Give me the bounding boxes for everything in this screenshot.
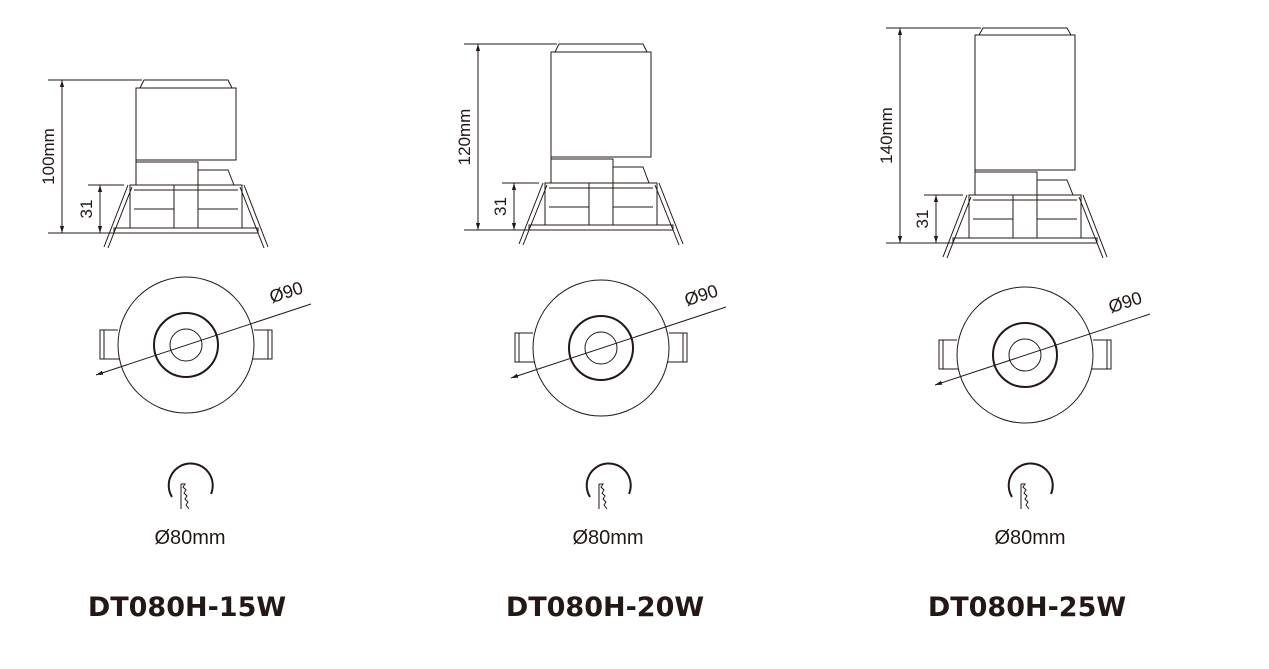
side-view: 140mm 31	[877, 27, 1108, 259]
cutout-diameter-label: Ø80mm	[994, 527, 1065, 549]
flange-dimension-label: 31	[491, 197, 510, 216]
cutout-hole-icon	[1007, 462, 1054, 510]
cutout-diameter-label: Ø80mm	[154, 527, 225, 549]
height-dimension-label: 100mm	[39, 128, 58, 185]
side-view: 120mm 31	[455, 43, 684, 246]
model-name: DT080H-15W	[88, 592, 286, 623]
cutout-hole-icon	[585, 462, 632, 510]
side-view: 100mm 31	[39, 79, 269, 249]
model-name: DT080H-25W	[928, 592, 1126, 623]
diameter-label: Ø90	[267, 278, 306, 308]
height-dimension-label: 120mm	[455, 109, 474, 166]
cutout-hole-icon	[167, 462, 214, 510]
top-view: Ø90	[95, 276, 312, 414]
top-view: Ø90	[934, 286, 1151, 424]
top-view: Ø90	[510, 279, 727, 417]
diameter-label: Ø90	[682, 281, 721, 311]
flange-dimension-label: 31	[913, 210, 932, 229]
flange-dimension-label: 31	[77, 200, 96, 219]
model-name: DT080H-20W	[506, 592, 704, 623]
height-dimension-label: 140mm	[877, 107, 896, 164]
diameter-label: Ø90	[1106, 288, 1145, 318]
cutout-diameter-label: Ø80mm	[572, 527, 643, 549]
